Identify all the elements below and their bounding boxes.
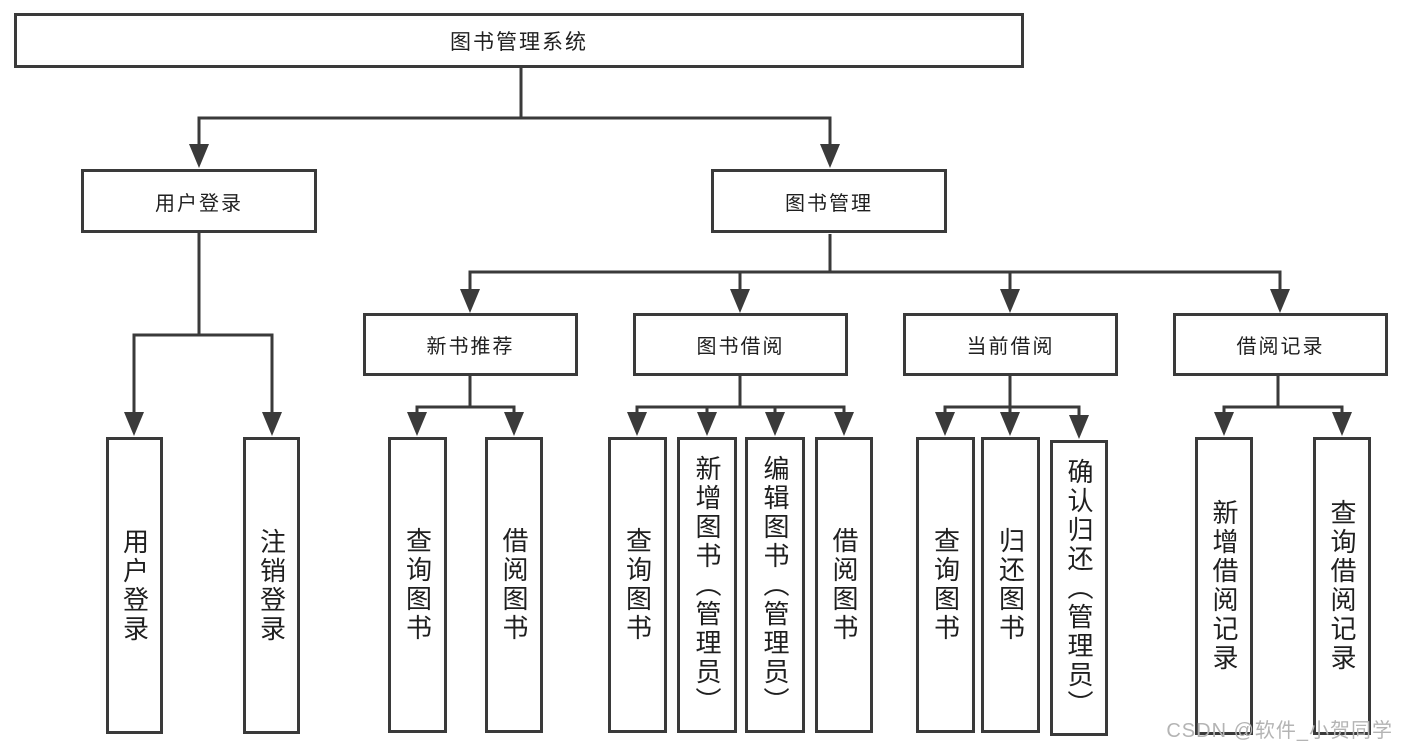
arrow-down-icon <box>834 412 854 436</box>
node-book-management-label: 图书管理 <box>785 192 873 215</box>
connector-lines <box>132 68 1344 417</box>
node-book-borrow-label: 图书借阅 <box>696 336 785 358</box>
arrow-down-icon <box>460 289 480 313</box>
arrow-down-icon <box>1069 415 1089 439</box>
leaf-recommend-borrow-books: 借阅图书 <box>485 437 543 733</box>
arrow-down-icon <box>627 412 647 436</box>
node-user-login: 用户登录 <box>81 169 317 233</box>
leaf-borrow-borrow-books: 借阅图书 <box>815 437 873 733</box>
leaf-borrow-edit-book-admin: 编辑图书（管理员） <box>745 437 805 733</box>
arrow-down-icon <box>262 412 282 436</box>
leaf-current-return-books-label: 归还图书 <box>995 527 1026 643</box>
arrow-down-icon <box>820 144 840 168</box>
arrow-down-icon <box>1000 289 1020 313</box>
arrow-down-icon <box>1000 412 1020 436</box>
leaf-current-query-books-label: 查询图书 <box>930 527 961 643</box>
leaf-user-login: 用户登录 <box>106 437 163 734</box>
leaf-current-return-books: 归还图书 <box>981 437 1040 733</box>
arrow-down-icon <box>407 412 427 436</box>
arrowhead-icons <box>124 144 1352 439</box>
node-current-borrow-label: 当前借阅 <box>966 336 1055 358</box>
node-library-system: 图书管理系统 <box>14 13 1024 68</box>
node-book-borrow: 图书借阅 <box>633 313 848 376</box>
leaf-records-query-record-label: 查询借阅记录 <box>1327 499 1357 673</box>
leaf-recommend-borrow-books-label: 借阅图书 <box>499 527 529 643</box>
arrow-down-icon <box>504 412 524 436</box>
leaf-borrow-query-books: 查询图书 <box>608 437 667 733</box>
node-borrow-records-label: 借阅记录 <box>1236 336 1325 358</box>
leaf-borrow-add-book-admin-label: 新增图书（管理员） <box>692 454 722 716</box>
leaf-user-login-label: 用户登录 <box>119 527 150 644</box>
node-current-borrow: 当前借阅 <box>903 313 1118 376</box>
leaf-recommend-query-books-label: 查询图书 <box>402 527 433 643</box>
arrow-down-icon <box>935 412 955 436</box>
arrow-down-icon <box>189 144 209 168</box>
leaf-borrow-add-book-admin: 新增图书（管理员） <box>677 437 737 733</box>
leaf-recommend-query-books: 查询图书 <box>388 437 447 733</box>
leaf-logout-label: 注销登录 <box>256 527 287 644</box>
leaf-current-query-books: 查询图书 <box>916 437 975 733</box>
leaf-records-add-record: 新增借阅记录 <box>1195 437 1253 735</box>
arrow-down-icon <box>1270 289 1290 313</box>
leaf-records-add-record-label: 新增借阅记录 <box>1209 499 1239 673</box>
leaf-borrow-borrow-books-label: 借阅图书 <box>829 527 859 643</box>
leaf-borrow-edit-book-admin-label: 编辑图书（管理员） <box>760 454 790 716</box>
leaf-records-query-record: 查询借阅记录 <box>1313 437 1371 735</box>
node-user-login-label: 用户登录 <box>155 192 243 215</box>
arrow-down-icon <box>124 412 144 436</box>
arrow-down-icon <box>765 412 785 436</box>
arrow-down-icon <box>1214 412 1234 436</box>
leaf-current-confirm-return-admin-label: 确认归还（管理员） <box>1064 457 1094 719</box>
arrow-down-icon <box>730 289 750 313</box>
node-borrow-records: 借阅记录 <box>1173 313 1388 376</box>
leaf-current-confirm-return-admin: 确认归还（管理员） <box>1050 440 1108 736</box>
node-new-book-recommend: 新书推荐 <box>363 313 578 376</box>
node-book-management: 图书管理 <box>711 169 947 233</box>
node-library-system-label: 图书管理系统 <box>450 30 588 54</box>
arrow-down-icon <box>1332 412 1352 436</box>
node-new-book-recommend-label: 新书推荐 <box>426 336 515 358</box>
leaf-borrow-query-books-label: 查询图书 <box>622 527 653 643</box>
arrow-down-icon <box>697 412 717 436</box>
leaf-logout: 注销登录 <box>243 437 300 734</box>
